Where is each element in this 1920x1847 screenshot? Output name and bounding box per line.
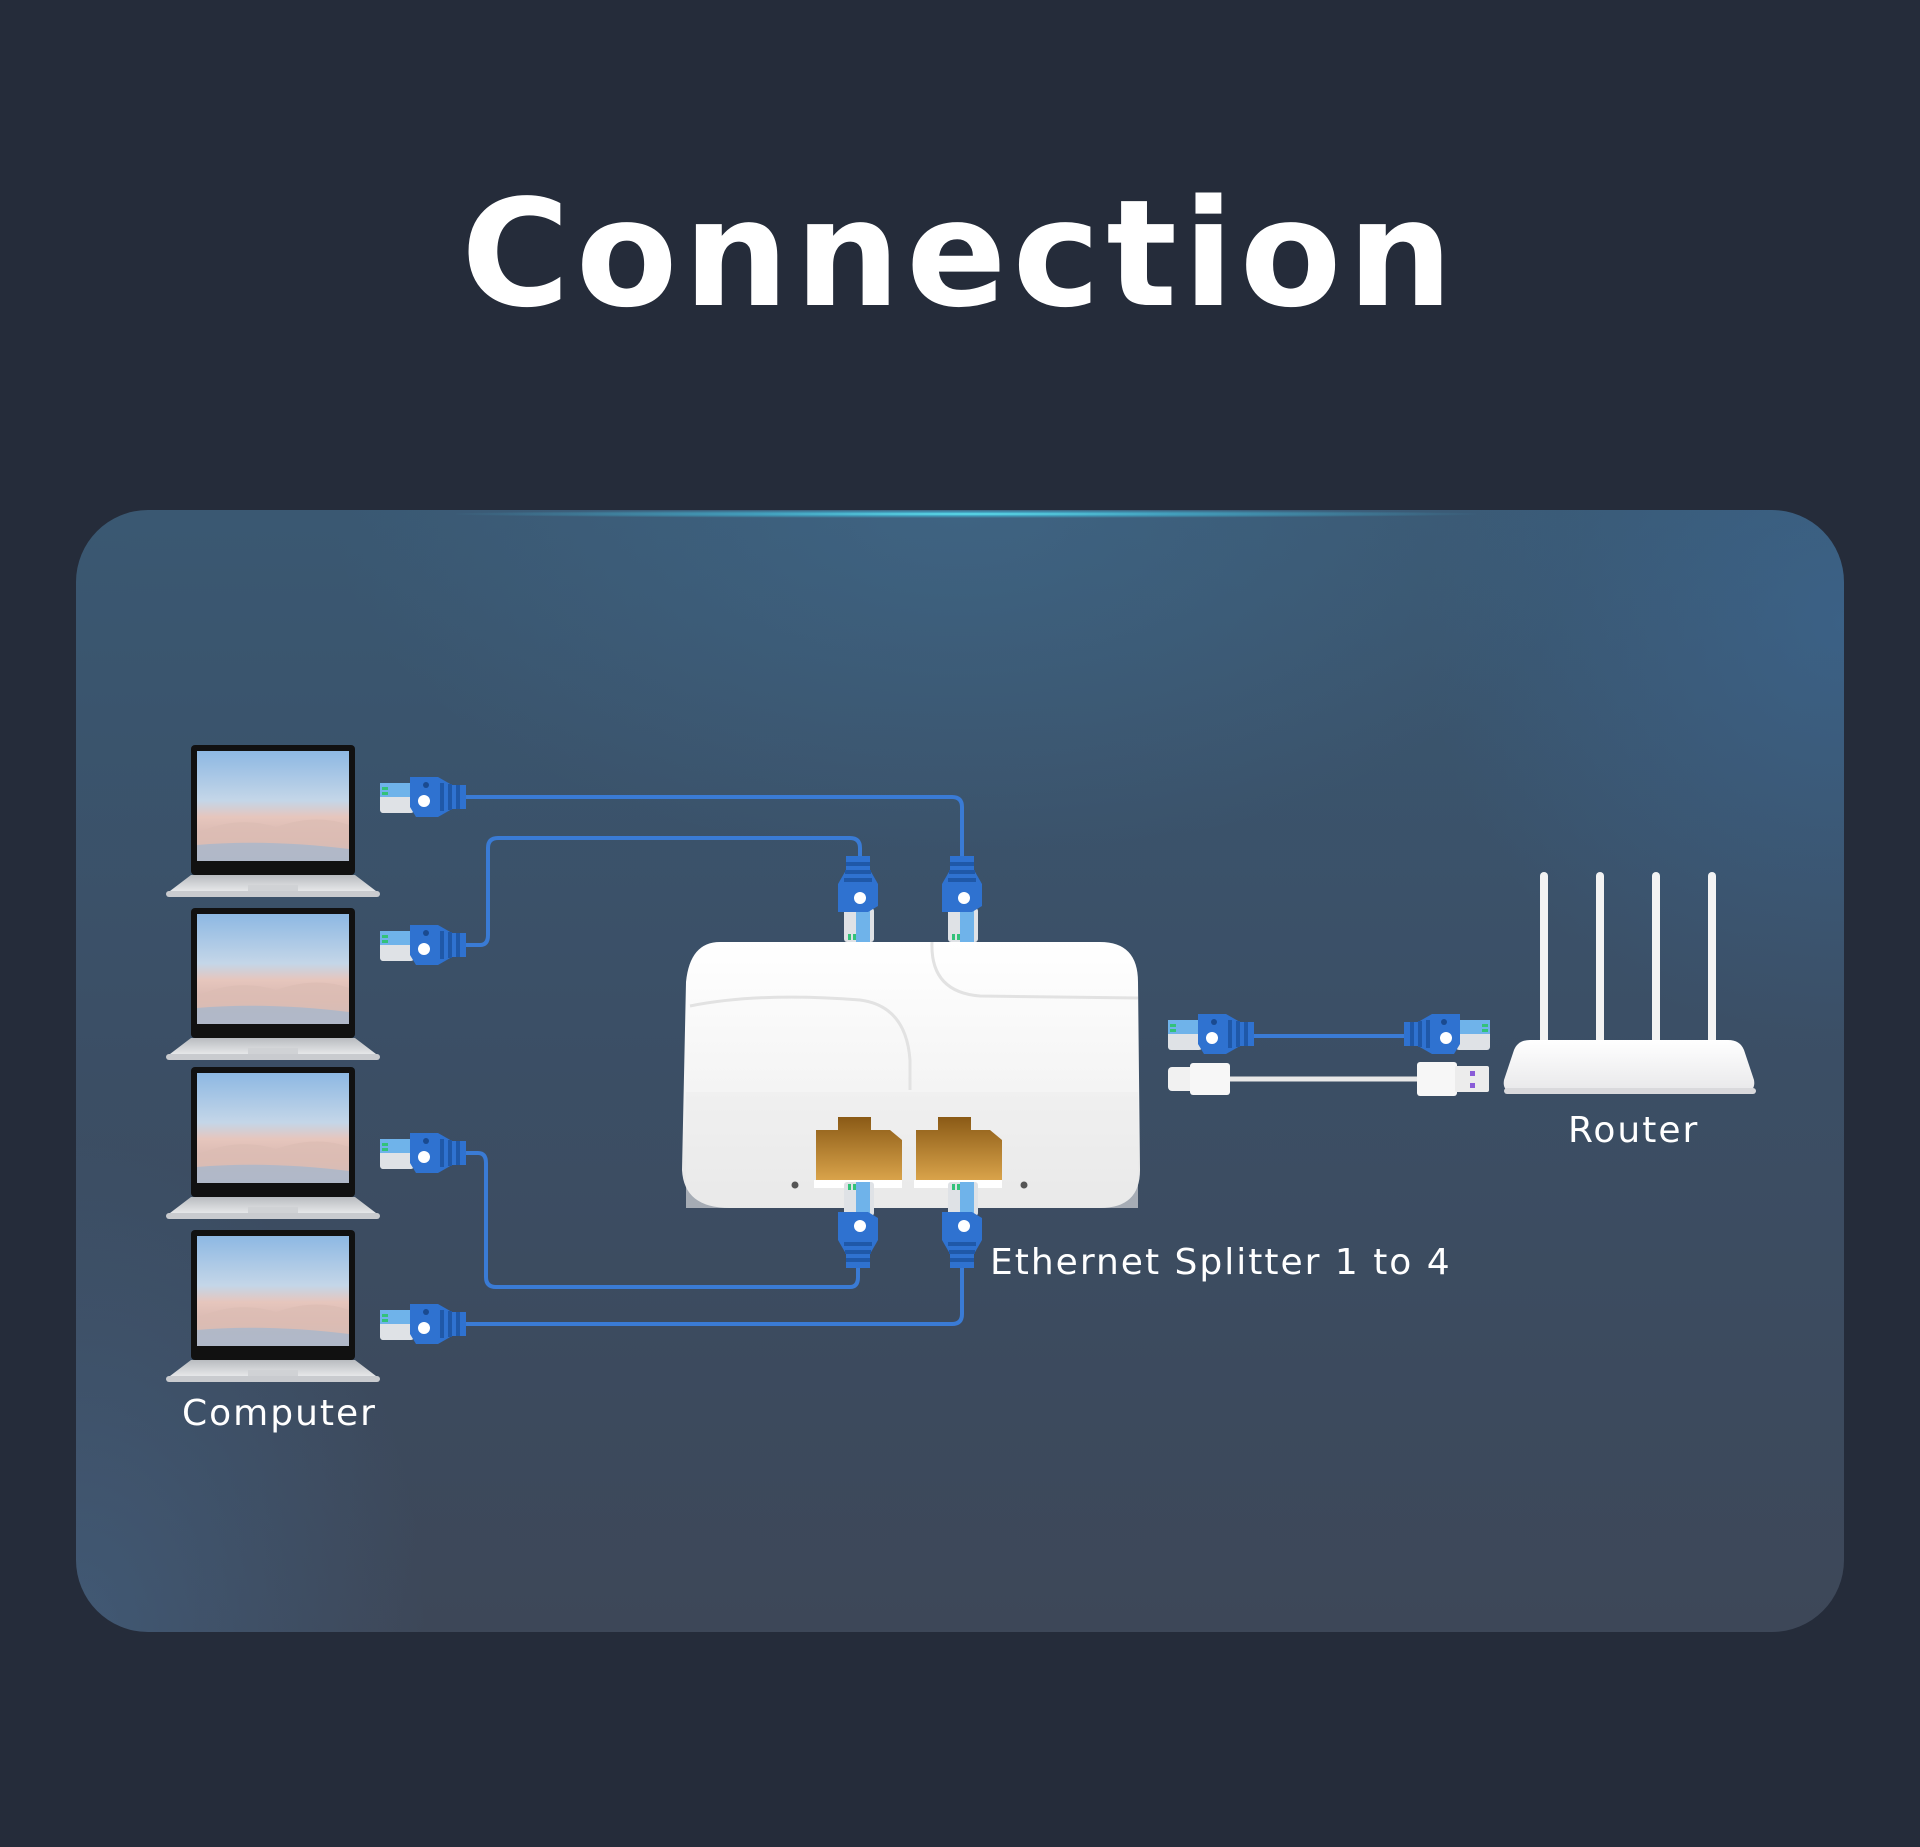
splitter-label: Ethernet Splitter 1 to 4: [990, 1242, 1452, 1283]
ethernet-plug-icon: [380, 1304, 466, 1344]
router-label: Router: [1568, 1110, 1700, 1151]
usb-power-cable: [1168, 1062, 1489, 1096]
cable-computer-4: [463, 1260, 964, 1326]
ethernet-plug-icon: [942, 856, 982, 942]
ethernet-plug-icon: [380, 1133, 466, 1173]
ethernet-plug-icon: [838, 856, 878, 942]
laptop-icon: [166, 1230, 380, 1382]
cable-computer-2: [463, 836, 862, 947]
laptop-icon: [166, 1067, 380, 1219]
ethernet-plug-icon: [380, 925, 466, 965]
ethernet-plug-icon: [838, 1182, 878, 1268]
page-title: Connection: [461, 168, 1459, 340]
ethernet-splitter-icon: [682, 941, 1140, 1208]
laptop-icon: [166, 908, 380, 1060]
ethernet-plug-icon: [1168, 1014, 1254, 1054]
ethernet-plug-icon: [380, 777, 466, 817]
panel-glow-line: [456, 510, 1476, 518]
cable-computer-1: [463, 795, 964, 870]
router-icon: [1503, 872, 1756, 1094]
ethernet-plug-icon: [1404, 1014, 1490, 1054]
laptop-icon: [166, 745, 380, 897]
ethernet-plug-icon: [942, 1182, 982, 1268]
cable-computer-3: [463, 1151, 860, 1289]
computer-label: Computer: [182, 1393, 377, 1434]
